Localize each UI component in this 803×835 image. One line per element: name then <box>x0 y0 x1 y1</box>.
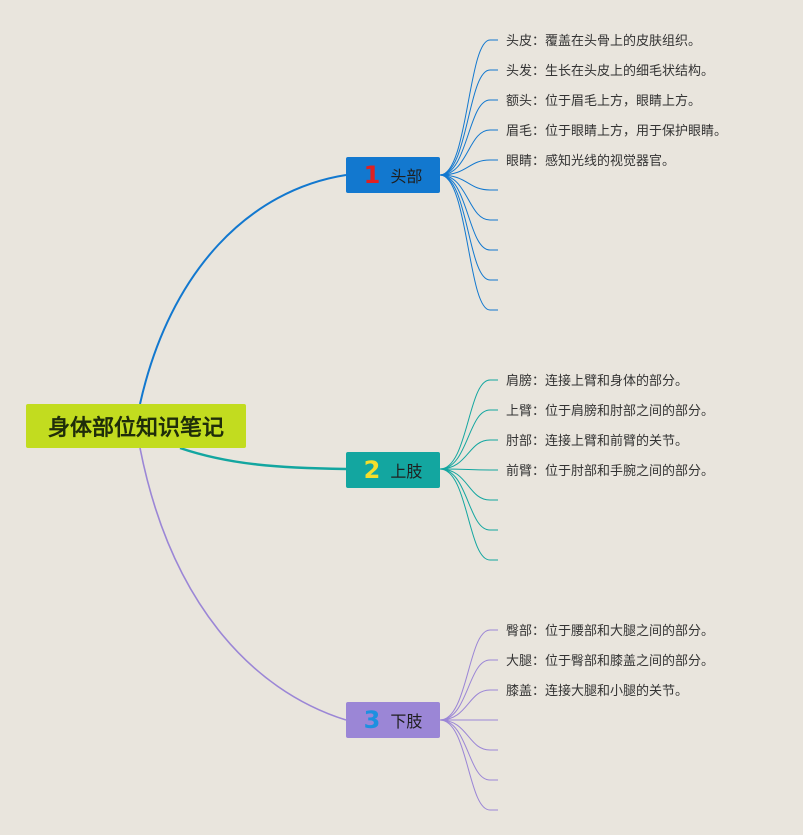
leaf-item[interactable]: 前臂：位于肘部和手腕之间的部分。 <box>506 464 715 479</box>
leaf-item[interactable]: 上臂：位于肩膀和肘部之间的部分。 <box>506 404 715 419</box>
leaf-item[interactable]: 眼睛：感知光线的视觉器官。 <box>506 154 676 169</box>
branch-label: 上肢 <box>390 462 423 481</box>
connector-leaf <box>439 39 498 176</box>
connector-leaf <box>439 174 498 281</box>
root-title: 身体部位知识笔记 <box>47 416 224 441</box>
connector-leaf <box>439 468 498 501</box>
connector-leaf <box>439 409 498 470</box>
branch-number: 3 <box>363 706 381 734</box>
connector-leaf <box>439 719 498 781</box>
connector-leaf <box>439 174 498 311</box>
branch-node-upper-limb[interactable]: 2 上肢 <box>346 452 440 488</box>
connector-leaf <box>439 468 498 531</box>
leaf-item[interactable]: 臀部：位于腰部和大腿之间的部分。 <box>506 624 715 639</box>
connector-root-head <box>139 174 347 405</box>
connector-leaf <box>439 99 498 176</box>
connector-leaf <box>439 379 498 470</box>
branch-label: 头部 <box>390 167 423 186</box>
connector-leaf <box>439 129 498 176</box>
leaf-item[interactable]: 头皮：覆盖在头骨上的皮肤组织。 <box>506 34 702 49</box>
leaf-item[interactable]: 肩膀：连接上臂和身体的部分。 <box>506 374 689 389</box>
branch-label: 下肢 <box>390 712 423 731</box>
connector-leaf <box>439 439 498 470</box>
connector-leaf <box>439 174 498 251</box>
connector-root-upper-limb <box>179 446 347 471</box>
connector-leaf <box>439 659 498 721</box>
branch-node-lower-limb[interactable]: 3 下肢 <box>346 702 440 738</box>
connector-leaf <box>439 629 498 721</box>
leaf-item[interactable]: 肘部：连接上臂和前臂的关节。 <box>506 434 689 449</box>
branch-number: 2 <box>363 456 381 484</box>
connector-leaf <box>439 719 498 751</box>
connector-leaf <box>439 689 498 721</box>
connector-leaf <box>439 159 498 176</box>
branch-node-head[interactable]: 1 头部 <box>346 157 440 193</box>
connector-root-lower-limb <box>139 447 347 721</box>
leaf-item[interactable]: 额头：位于眉毛上方，眼睛上方。 <box>506 94 702 109</box>
connector-leaf <box>439 174 498 221</box>
leaf-item[interactable]: 膝盖：连接大腿和小腿的关节。 <box>506 684 689 699</box>
connector-leaf <box>439 174 498 191</box>
root-node[interactable]: 身体部位知识笔记 <box>26 404 246 448</box>
connector-leaf <box>439 468 498 471</box>
connector-leaf <box>439 719 498 811</box>
connector-leaf <box>439 468 498 561</box>
leaf-item[interactable]: 头发：生长在头皮上的细毛状结构。 <box>506 64 715 79</box>
branch-number: 1 <box>363 161 381 189</box>
connector-leaf <box>439 69 498 176</box>
leaf-item[interactable]: 眉毛：位于眼睛上方，用于保护眼睛。 <box>506 124 728 139</box>
leaf-item[interactable]: 大腿：位于臀部和膝盖之间的部分。 <box>506 654 715 669</box>
